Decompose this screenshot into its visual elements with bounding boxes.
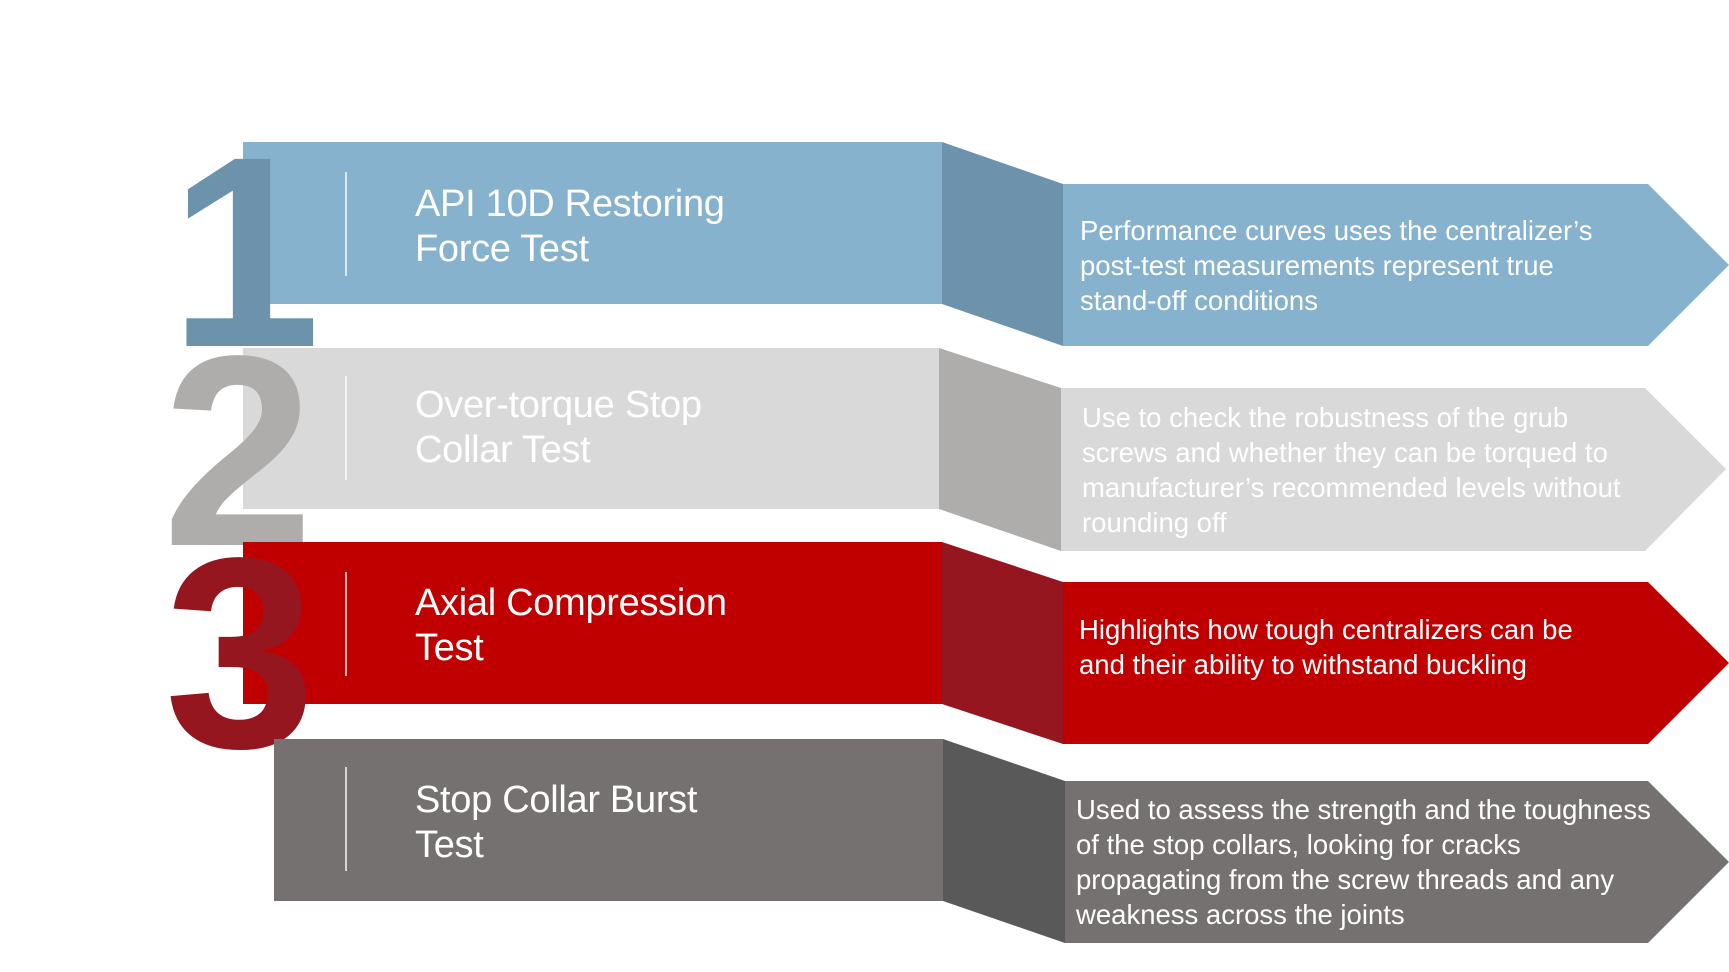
step-2-fold [939, 348, 1061, 551]
step-4-description-line: propagating from the screw threads and a… [1076, 864, 1615, 895]
step-3-arrow [1063, 582, 1729, 744]
step-2-description-line: manufacturer’s recommended levels withou… [1082, 472, 1621, 503]
step-4-description-line: Used to assess the strength and the toug… [1076, 794, 1651, 825]
step-4-description-line: weakness across the joints [1076, 899, 1405, 930]
step-1-description-line: stand-off conditions [1080, 285, 1318, 316]
step-4-fold [943, 739, 1065, 943]
step-1-title-line: Force Test [415, 228, 589, 270]
step-4-description-line: of the stop collars, looking for cracks [1076, 829, 1521, 860]
step-1-description: Performance curves uses the centralizer’… [1080, 213, 1593, 318]
step-2-description-line: rounding off [1082, 507, 1227, 538]
step-4-description: Used to assess the strength and the toug… [1076, 792, 1651, 932]
step-3-description-line: and their ability to withstand buckling [1079, 649, 1527, 680]
step-3-title-line: Test [415, 627, 484, 669]
step-1-arrow [1063, 184, 1729, 346]
step-3-title-line: Axial Compression [415, 582, 727, 624]
step-3-band [243, 542, 942, 704]
step-3-description-line: Highlights how tough centralizers can be [1079, 614, 1573, 645]
step-2-arrow [1061, 388, 1726, 551]
step-2-band [243, 348, 939, 509]
step-4-title-line: Stop Collar Burst [415, 779, 698, 821]
step-1-fold [942, 142, 1063, 346]
step-3-fold [942, 542, 1063, 744]
step-3: 3 [164, 501, 1729, 805]
step-2-description-line: screws and whether they can be torqued t… [1082, 437, 1608, 468]
step-1-description-line: post-test measurements represent true [1080, 250, 1554, 281]
step-4-arrow [1065, 781, 1729, 943]
step-3-title: Axial Compression Test [415, 581, 727, 671]
step-1-description-line: Performance curves uses the centralizer’… [1080, 215, 1593, 246]
step-2-title: Over-torque Stop Collar Test [415, 383, 702, 473]
step-4-band [274, 739, 943, 901]
step-2-title-line: Collar Test [415, 429, 591, 471]
step-2-title-line: Over-torque Stop [415, 384, 702, 426]
step-1: 1 [169, 100, 1729, 404]
step-4 [274, 739, 1729, 943]
step-1-title-line: API 10D Restoring [415, 183, 725, 225]
step-1-band [243, 142, 942, 304]
step-2: 2 [162, 299, 1726, 603]
step-1-title: API 10D Restoring Force Test [415, 182, 725, 272]
step-2-description-line: Use to check the robustness of the grub [1082, 402, 1569, 433]
step-2-description: Use to check the robustness of the grub … [1082, 400, 1621, 540]
step-4-title: Stop Collar Burst Test [415, 778, 697, 868]
step-3-description: Highlights how tough centralizers can be… [1079, 612, 1573, 682]
step-4-title-line: Test [415, 824, 484, 866]
